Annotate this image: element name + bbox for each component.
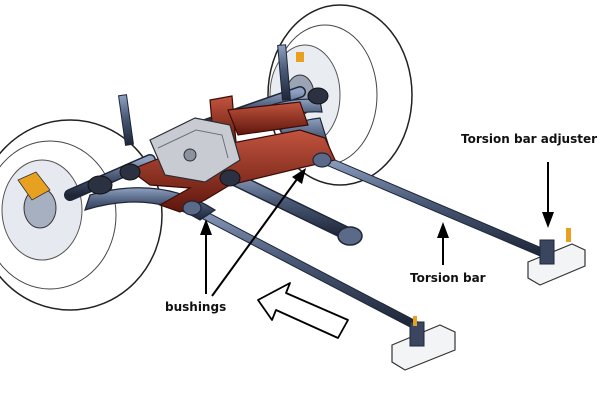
front-left-wheel — [0, 119, 163, 311]
brake-caliper-icon — [17, 171, 51, 201]
torsion-bar-label: Torsion bar — [410, 271, 486, 285]
pointer-arrows — [200, 162, 554, 297]
differential — [149, 117, 241, 183]
bushings-label: bushings — [165, 300, 227, 314]
torsion-bar-adjuster-label: Torsion bar adjuster — [461, 132, 598, 146]
bushings — [182, 152, 332, 216]
mounting-bracket — [391, 316, 456, 371]
cv-boots — [87, 87, 329, 195]
adjuster-bracket — [527, 228, 586, 286]
torsion-bar-right — [315, 153, 553, 260]
shock-absorbers — [117, 44, 304, 146]
hollow-arrow-icon — [257, 282, 349, 339]
torsion-bar-left — [180, 200, 420, 330]
